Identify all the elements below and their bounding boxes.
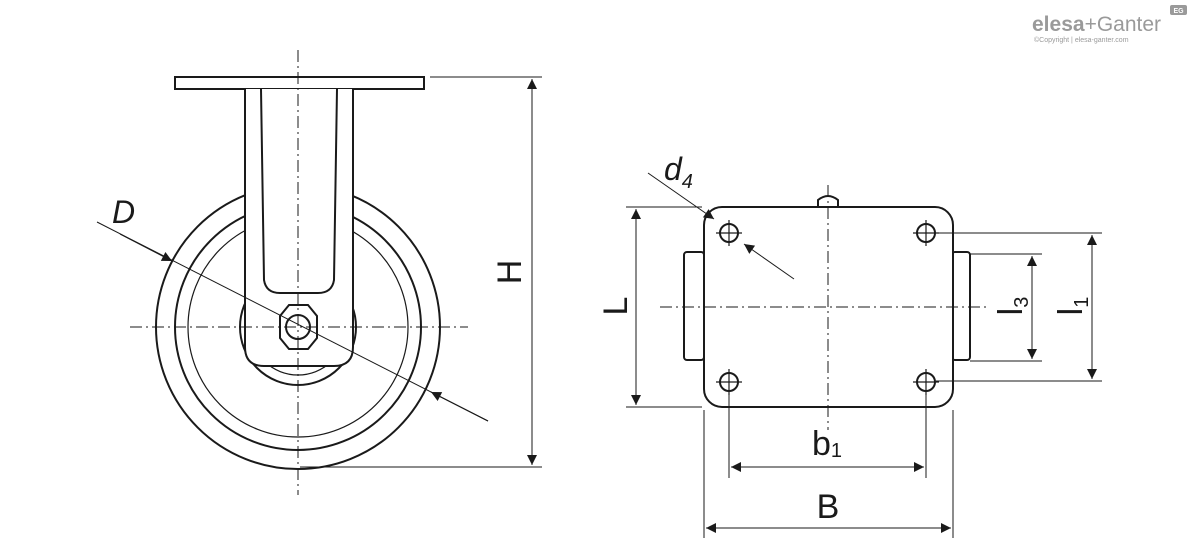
dimension-l3: l3: [970, 253, 1042, 362]
wheel-left-end: [683, 251, 705, 361]
dimension-H: H: [300, 76, 542, 468]
top-plate: [174, 76, 425, 90]
label-d4: d4: [664, 151, 693, 193]
label-b1: b1: [812, 425, 842, 463]
dimension-b1: b1: [728, 392, 927, 478]
logo-badge: [1170, 5, 1187, 15]
label-l3: l3: [992, 297, 1033, 316]
label-B: B: [817, 488, 840, 526]
dimension-l1: l1: [936, 232, 1102, 382]
elesa-ganter-logo: elesa+Ganter EG ©Copyright | elesa-gante…: [1032, 5, 1187, 44]
logo-badge-text: EG: [1173, 8, 1184, 15]
label-L: L: [597, 297, 635, 316]
label-D: D: [112, 194, 135, 230]
side-view: D H: [96, 50, 542, 495]
logo-brand: elesa+Ganter: [1032, 13, 1161, 36]
axle-nut: [279, 304, 318, 350]
wheel-right-end: [951, 251, 971, 361]
dimension-D: D: [96, 194, 489, 422]
dimension-d4: d4: [647, 151, 795, 280]
label-H: H: [491, 260, 529, 285]
dimension-L: L: [597, 206, 702, 408]
top-view: d4 L l3 l1: [597, 151, 1102, 538]
dimension-B: B: [703, 410, 954, 538]
mounting-holes: [716, 220, 939, 395]
fork: [244, 89, 354, 367]
label-l1: l1: [1052, 297, 1093, 316]
logo-copyright: ©Copyright | elesa-ganter.com: [1034, 36, 1129, 44]
fork-inner: [260, 88, 338, 294]
